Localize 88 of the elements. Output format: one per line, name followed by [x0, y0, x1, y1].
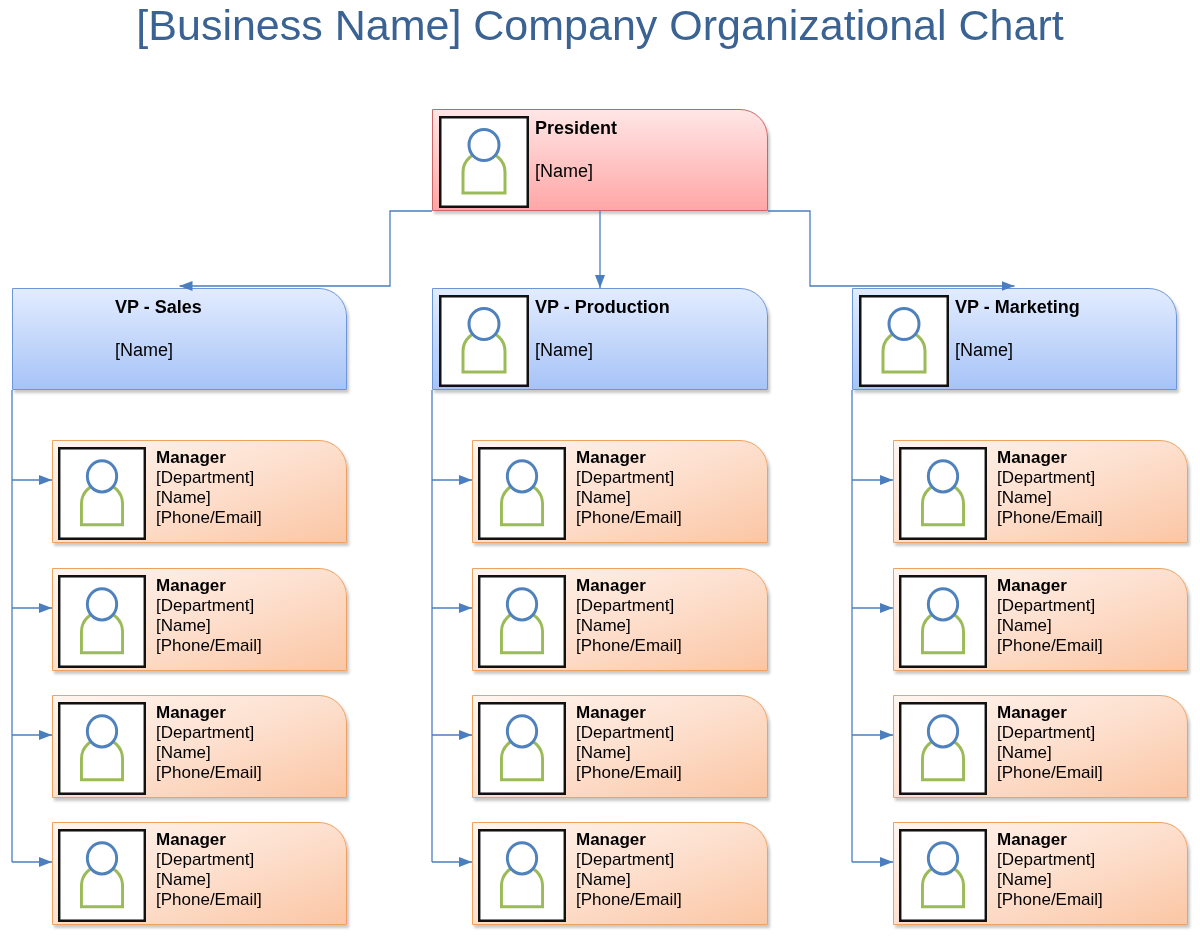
role-title: Manager: [997, 830, 1067, 850]
role-title: Manager: [156, 576, 226, 596]
role-detail: [Department]: [997, 850, 1096, 870]
role-detail: [Name]: [955, 339, 1014, 361]
role-card: [852, 288, 1177, 390]
role-card: [893, 568, 1188, 671]
role-detail: [Name]: [156, 870, 211, 890]
role-title: VP - Production: [535, 296, 670, 318]
role-detail: [Phone/Email]: [576, 636, 682, 656]
role-detail: [Department]: [576, 596, 675, 616]
role-detail: [Department]: [576, 723, 675, 743]
connector-arrow: [851, 475, 894, 485]
role-title: Manager: [576, 448, 646, 468]
role-detail: [Name]: [997, 743, 1052, 763]
role-detail: [Name]: [156, 488, 211, 508]
role-detail: [Phone/Email]: [156, 890, 262, 910]
role-card: [52, 695, 347, 798]
connector-arrow: [431, 730, 473, 740]
role-detail: [Name]: [576, 488, 631, 508]
role-detail: [Name]: [576, 870, 631, 890]
role-detail: [Department]: [576, 468, 675, 488]
role-detail: [Name]: [115, 339, 174, 361]
role-title: Manager: [576, 703, 646, 723]
role-detail: [Phone/Email]: [576, 508, 682, 528]
role-detail: [Name]: [576, 616, 631, 636]
role-detail: [Department]: [997, 468, 1096, 488]
role-card: [52, 440, 347, 543]
role-detail: [Name]: [997, 870, 1052, 890]
role-card: [472, 568, 768, 671]
role-title: Manager: [156, 448, 226, 468]
role-detail: [Department]: [156, 596, 255, 616]
connector-arrow: [431, 603, 473, 613]
connector-arrow: [11, 475, 53, 485]
role-card: [472, 822, 768, 925]
role-detail: [Phone/Email]: [576, 890, 682, 910]
role-title: Manager: [997, 576, 1067, 596]
connector-arrow: [851, 857, 894, 867]
connector-arrow: [851, 730, 894, 740]
role-detail: [Phone/Email]: [997, 636, 1103, 656]
role-detail: [Department]: [156, 850, 255, 870]
chart-title: [Business Name] Company Organizational Chart: [136, 1, 1064, 49]
role-detail: [Department]: [156, 468, 255, 488]
role-detail: [Department]: [576, 850, 675, 870]
role-detail: [Phone/Email]: [576, 763, 682, 783]
connector-arrow: [11, 730, 53, 740]
role-detail: [Name]: [156, 616, 211, 636]
role-card: [432, 109, 768, 211]
connector-arrow: [767, 210, 1016, 291]
role-title: Manager: [576, 576, 646, 596]
role-detail: [Department]: [156, 723, 255, 743]
role-detail: [Phone/Email]: [156, 763, 262, 783]
role-card: [472, 695, 768, 798]
role-detail: [Phone/Email]: [997, 508, 1103, 528]
role-card: [893, 822, 1188, 925]
role-detail: [Phone/Email]: [997, 890, 1103, 910]
role-detail: [Phone/Email]: [156, 636, 262, 656]
role-detail: [Name]: [576, 743, 631, 763]
connector-arrow: [178, 210, 433, 291]
role-detail: [Name]: [997, 488, 1052, 508]
role-card: [893, 440, 1188, 543]
role-title: VP - Marketing: [955, 296, 1080, 318]
role-detail: [Name]: [535, 339, 594, 361]
role-card: [472, 440, 768, 543]
role-title: Manager: [156, 703, 226, 723]
role-card: [432, 288, 768, 390]
role-detail: [Phone/Email]: [997, 763, 1103, 783]
role-title: VP - Sales: [115, 296, 202, 318]
connector-arrow: [851, 603, 894, 613]
role-detail: [Name]: [156, 743, 211, 763]
role-detail: [Department]: [997, 596, 1096, 616]
role-title: Manager: [997, 703, 1067, 723]
connector-arrow: [595, 210, 605, 289]
role-title: Manager: [997, 448, 1067, 468]
role-card: [52, 568, 347, 671]
connector-arrow: [431, 475, 473, 485]
role-detail: [Name]: [535, 160, 594, 182]
connector-arrow: [11, 603, 53, 613]
connector-arrow: [11, 857, 53, 867]
role-title: President: [535, 117, 618, 139]
role-card: [893, 695, 1188, 798]
role-title: Manager: [156, 830, 226, 850]
role-detail: [Phone/Email]: [156, 508, 262, 528]
role-title: Manager: [576, 830, 646, 850]
connector-arrow: [431, 857, 473, 867]
role-card: [12, 288, 347, 390]
role-detail: [Name]: [997, 616, 1052, 636]
role-card: [52, 822, 347, 925]
role-detail: [Department]: [997, 723, 1096, 743]
